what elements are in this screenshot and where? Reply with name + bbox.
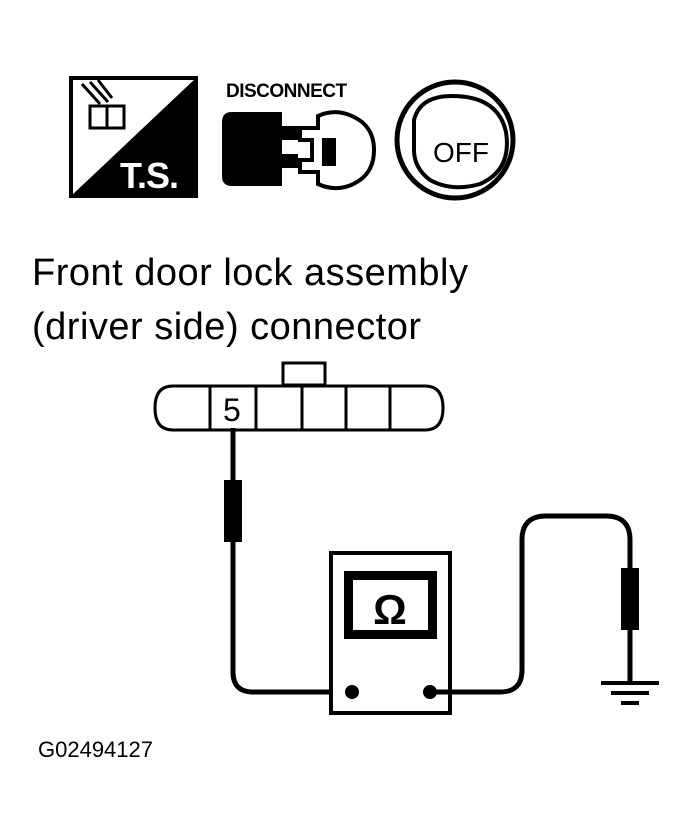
key-head bbox=[412, 93, 509, 190]
ts-connector-sketch bbox=[80, 79, 126, 130]
ohm-symbol: Ω bbox=[373, 586, 407, 633]
connector-pin-label: 5 bbox=[223, 392, 241, 428]
disconnect-male-half bbox=[298, 110, 377, 191]
connector-lock-tab bbox=[281, 361, 327, 387]
disconnect-icon: DISCONNECT bbox=[222, 81, 377, 191]
ignition-key-icon: OFF bbox=[394, 79, 516, 201]
diagram-title-line2: (driver side) connector bbox=[32, 306, 422, 348]
disconnect-female-half bbox=[222, 112, 298, 186]
ts-label: T.S. bbox=[120, 155, 178, 196]
disconnect-latch bbox=[322, 138, 336, 166]
ground-icon bbox=[601, 681, 659, 705]
disconnect-label: DISCONNECT bbox=[226, 81, 348, 102]
meter-terminal-left bbox=[345, 685, 359, 699]
probe-lead-right bbox=[430, 513, 639, 695]
connector bbox=[153, 361, 445, 432]
ohmmeter-icon: Ω bbox=[329, 551, 452, 715]
figure-id: G02494127 bbox=[38, 737, 153, 762]
probe-lead-left bbox=[224, 428, 352, 695]
ignition-off-label: OFF bbox=[433, 137, 489, 168]
ts-icon: T.S. bbox=[69, 76, 198, 198]
diagram-title-line1: Front door lock assembly bbox=[32, 252, 469, 294]
connector-body bbox=[153, 384, 445, 432]
